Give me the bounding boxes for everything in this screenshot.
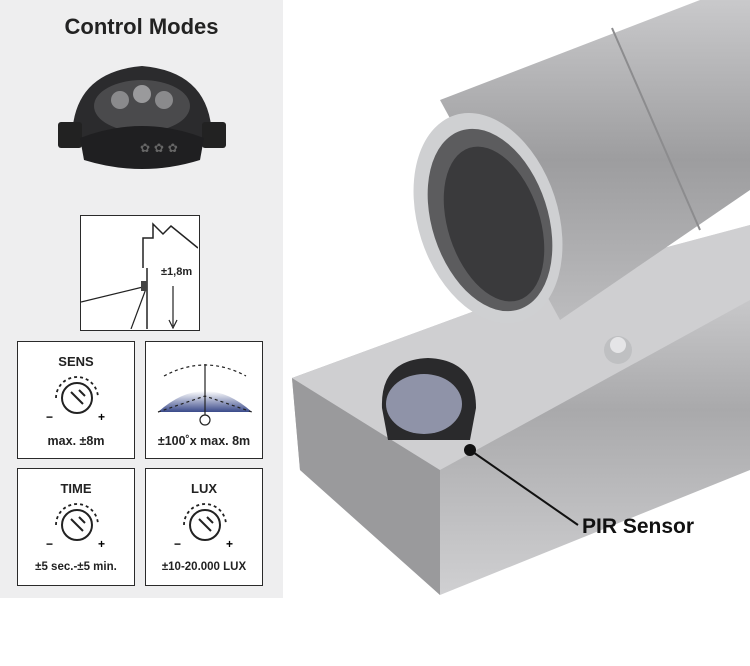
lux-label: LUX — [191, 481, 217, 496]
product-photo — [292, 0, 750, 595]
dial-minus-sign: − — [46, 537, 54, 551]
sensor-dome-image: ✿ ✿ ✿ — [58, 66, 226, 169]
dial-icon — [183, 503, 227, 541]
time-label: TIME — [60, 481, 92, 496]
lux-value: ±10-20.000 LUX — [161, 561, 247, 573]
mounting-diagram: ±1,8m — [80, 215, 200, 331]
dial-plus-sign: + — [98, 537, 106, 551]
dial-minus-sign: − — [174, 537, 182, 551]
svg-text:✿ ✿ ✿: ✿ ✿ ✿ — [140, 141, 178, 155]
sens-box: SENS − + max. ±8m — [17, 341, 135, 459]
dial-minus-sign: − — [46, 410, 54, 424]
time-value: ±5 sec.-±5 min. — [35, 561, 117, 573]
time-box: TIME − + ±5 sec.-±5 min. — [17, 468, 135, 586]
panel-title: Control Modes — [64, 14, 219, 39]
dial-plus-sign: + — [98, 410, 106, 424]
range-box: ±100˚x max. 8m — [145, 341, 263, 459]
lux-box: LUX − + ±10-20.000 LUX — [145, 468, 263, 586]
control-modes-panel: Control Modes ✿ ✿ ✿ ±1,8m SENS − + — [0, 0, 283, 598]
dial-plus-sign: + — [226, 537, 234, 551]
house-wall-icon — [81, 222, 198, 329]
range-value: ±100˚x max. 8m — [157, 434, 251, 448]
detection-zone-icon — [157, 364, 253, 426]
mount-height-label: ±1,8m — [161, 266, 193, 278]
pir-sensor-label: PIR Sensor — [582, 515, 695, 538]
dial-icon — [55, 376, 99, 414]
dial-icon — [55, 503, 99, 541]
sens-label: SENS — [58, 354, 94, 369]
sens-value: max. ±8m — [47, 434, 105, 448]
